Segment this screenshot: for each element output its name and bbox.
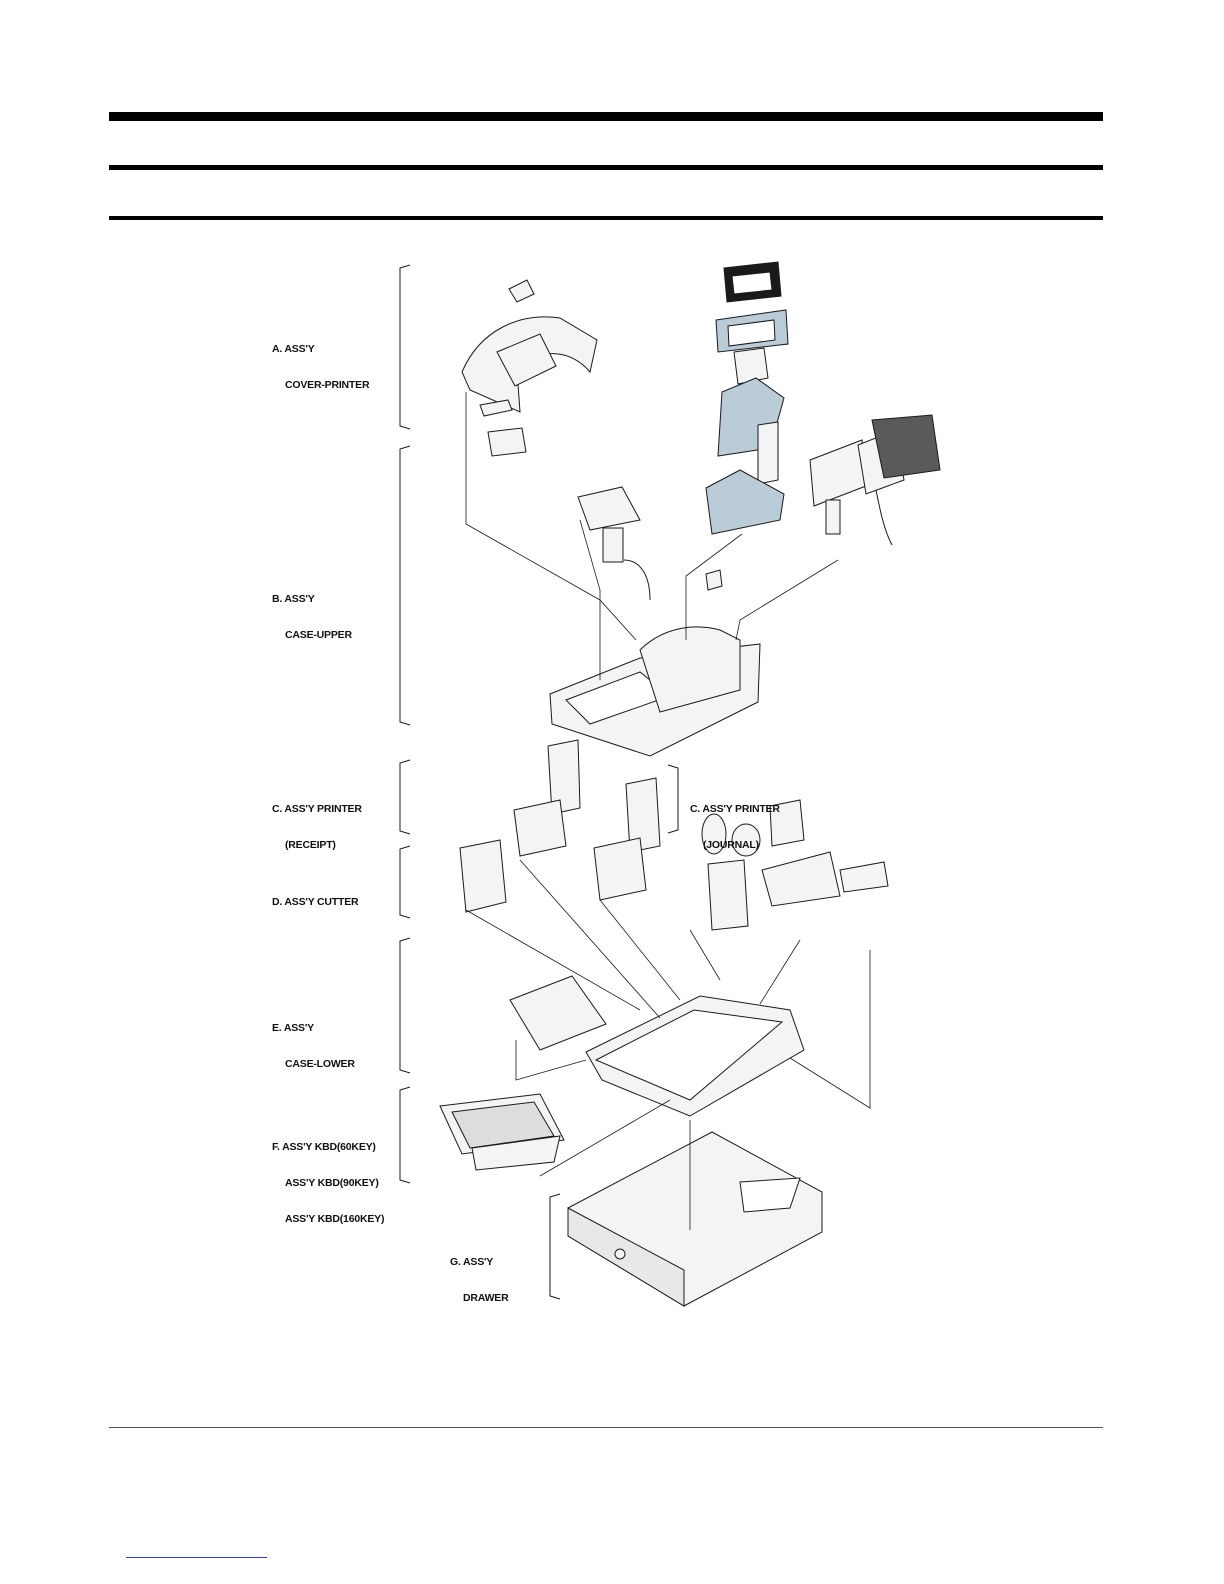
label-assy-cutter: D. ASS'Y CUTTER — [272, 872, 358, 920]
receipt-printer-part — [460, 740, 580, 912]
section-bracket-b — [400, 446, 410, 725]
section-bracket-c — [400, 760, 410, 834]
label-assy-drawer: G. ASS'Y DRAWER — [450, 1232, 508, 1316]
section-bracket-f — [400, 1087, 410, 1183]
case-upper-bracket-part — [578, 487, 722, 600]
label-assy-cover-printer: A. ASS'Y COVER-PRINTER — [272, 319, 369, 403]
section-bracket-d — [400, 846, 410, 918]
section-bracket-g — [550, 1194, 560, 1299]
section-bracket-a — [400, 265, 410, 429]
section-bracket-e — [400, 938, 410, 1073]
label-assy-keyboard: F. ASS'Y KBD(60KEY) ASS'Y KBD(90KEY) ASS… — [272, 1117, 384, 1237]
customer-display-part — [810, 415, 940, 545]
section-bracket-c-journal — [668, 765, 678, 833]
case-upper-part — [550, 627, 760, 756]
cash-drawer-part — [568, 1132, 822, 1306]
display-cover-parts — [706, 262, 788, 534]
case-lower-part — [510, 976, 804, 1116]
label-assy-case-lower: E. ASS'Y CASE-LOWER — [272, 998, 355, 1082]
printer-cover-part — [462, 280, 597, 456]
label-assy-case-upper: B. ASS'Y CASE-UPPER — [272, 569, 352, 653]
label-assy-printer-journal: C. ASS'Y PRINTER (JOURNAL) — [690, 779, 780, 863]
keyboard-part — [440, 1094, 564, 1170]
label-assy-printer-receipt: C. ASS'Y PRINTER (RECEIPT) — [272, 779, 362, 863]
